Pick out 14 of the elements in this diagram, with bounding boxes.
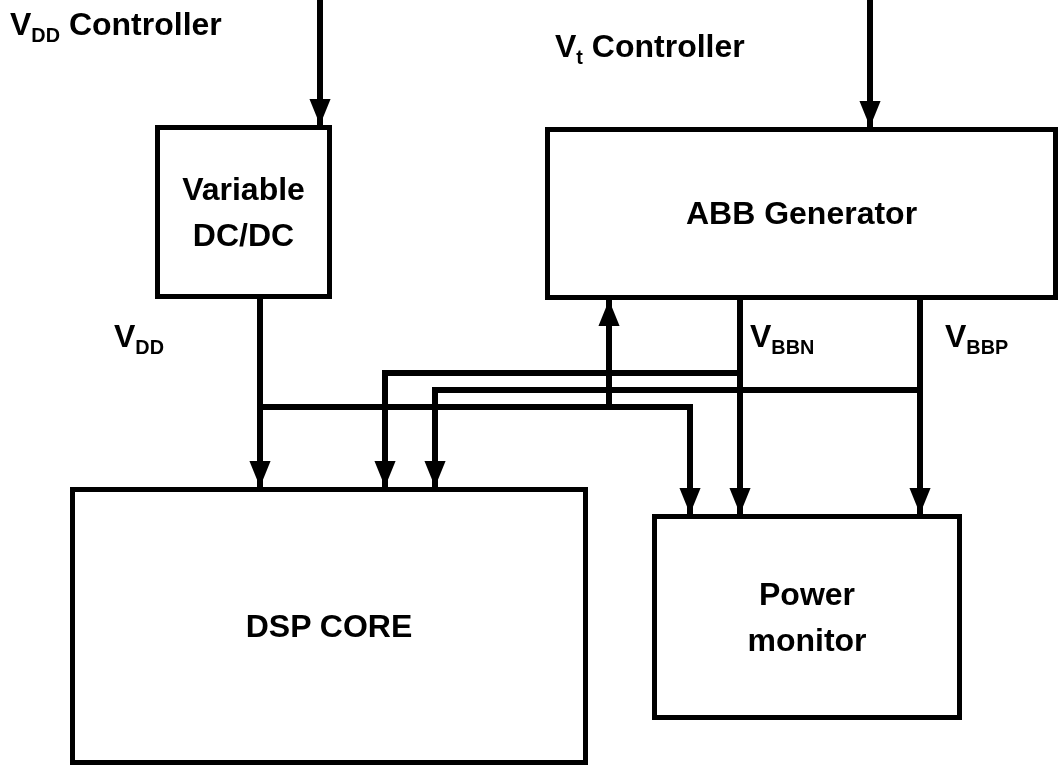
- arrow: [257, 299, 620, 410]
- block-label: ABB Generator: [685, 194, 918, 234]
- block-label: Power monitor: [746, 574, 868, 660]
- arrow: [309, 0, 331, 125]
- block-label: Variable DC/DC: [181, 169, 306, 255]
- block-box: [70, 487, 588, 765]
- signal-label: V$_{DD}$ Controller: [10, 6, 222, 47]
- arrow: [374, 300, 743, 487]
- signal-label: V$_{t}$ Controller: [555, 28, 745, 69]
- block-label: DSP CORE: [245, 606, 413, 646]
- arrow: [859, 0, 881, 127]
- block-box: [545, 127, 1058, 300]
- block-box: [652, 514, 962, 720]
- block-box: [155, 125, 332, 299]
